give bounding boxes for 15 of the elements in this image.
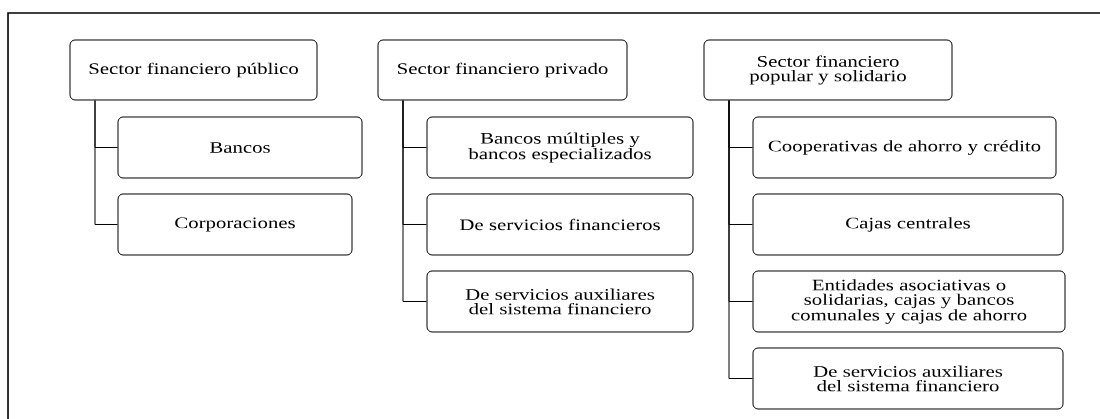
category-box: Bancos xyxy=(117,116,363,179)
sector-box: Sector financiero popular y solidario xyxy=(703,39,953,101)
category-box: Bancos múltiples y bancos especializados xyxy=(426,116,694,179)
category-box: Cooperativas de ahorro y crédito xyxy=(752,116,1057,179)
sector-box: Sector financiero privado xyxy=(377,39,628,101)
category-box: De servicios financieros xyxy=(426,193,694,256)
connector xyxy=(94,100,118,225)
sector-box: Sector financiero público xyxy=(69,39,318,101)
category-box: Entidades asociativas o solidarias, cajas y bancos comunales y cajas de ahorro xyxy=(752,270,1066,333)
category-box: De servicios auxiliares del sistema financiero xyxy=(752,347,1064,410)
category-box: De servicios auxiliares del sistema financiero xyxy=(426,270,694,333)
category-box: Corporaciones xyxy=(117,193,353,256)
category-box: Cajas centrales xyxy=(752,193,1064,256)
connector xyxy=(728,100,753,379)
connector xyxy=(402,100,427,302)
